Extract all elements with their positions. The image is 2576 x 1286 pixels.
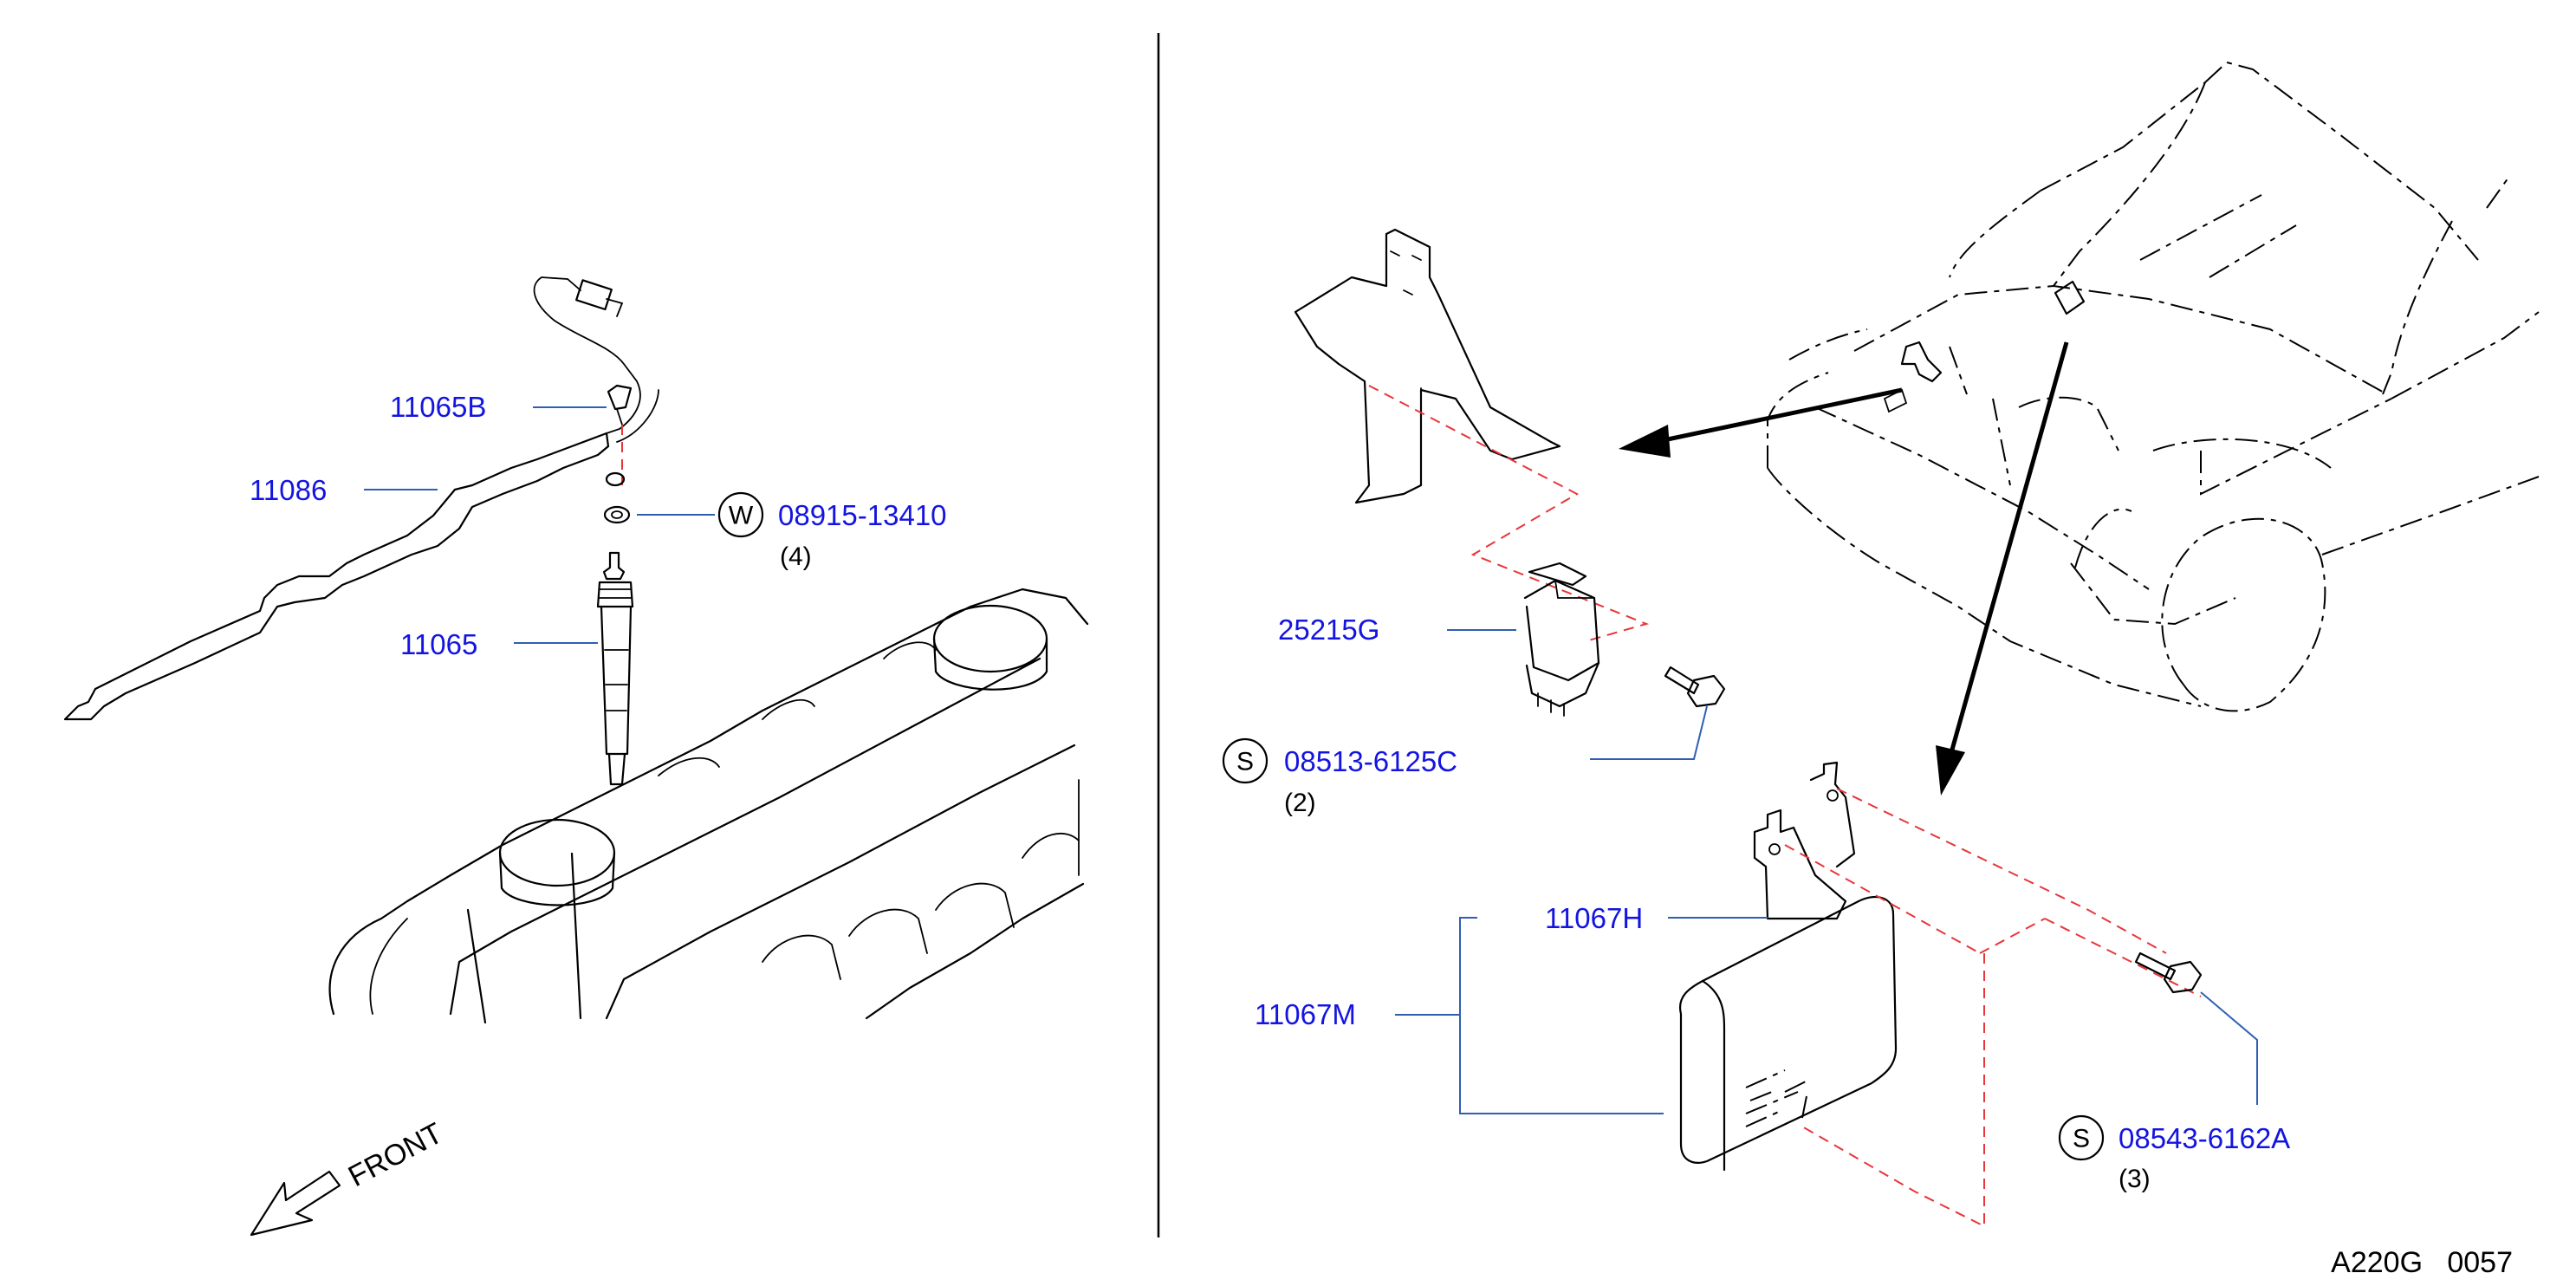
relay-bolt-symbol: S: [1236, 748, 1254, 776]
front-arrow-icon: [250, 1170, 341, 1237]
controller-bolt-symbol: S: [2073, 1125, 2090, 1153]
glow-plug-drawing: [596, 551, 634, 786]
relay-drawing: [1523, 562, 1600, 717]
label-glow-plug-connector[interactable]: 11065B: [390, 391, 486, 423]
controller-drawing: [1678, 895, 1898, 1172]
label-relay-bolt[interactable]: 08513-6125C: [1284, 745, 1457, 777]
label-glow-plug-harness[interactable]: 11086: [250, 474, 327, 506]
qty-relay-bolt: (2): [1284, 789, 1316, 817]
engine-head-drawing: [328, 588, 1089, 1024]
washer-symbol: W: [729, 502, 754, 530]
glow-plug-connector-drawing: [607, 384, 633, 425]
vehicle-drawing: [1767, 61, 2540, 712]
washer-drawing: [603, 505, 631, 524]
relay-bracket-drawing: [1294, 228, 1561, 504]
right-panel: 25215G S 08513-6125C (2) 11067H 11067M S…: [1222, 61, 2540, 1228]
label-glow-plug[interactable]: 11065: [400, 628, 477, 660]
label-controller-bolt[interactable]: 08543-6162A: [2119, 1122, 2290, 1154]
connector-nut-drawing: [605, 471, 626, 487]
leader-11067H: [1459, 917, 1664, 1114]
leader-relay-bolt: [1590, 705, 1708, 760]
label-relay[interactable]: 25215G: [1278, 614, 1379, 646]
diagram-code: A220G 0057: [2331, 1246, 2513, 1279]
qty-controller-bolt: (3): [2119, 1165, 2151, 1193]
controller-guide-line: [1784, 788, 2202, 1228]
relay-bolt-symbol-circle: [1222, 737, 1269, 784]
label-washer[interactable]: 08915-13410: [778, 499, 947, 531]
relay-guide-line: [1368, 385, 1650, 642]
leader-controller-bolt: [2200, 991, 2258, 1105]
controller-bolt-symbol-circle: [2058, 1114, 2105, 1161]
location-arrows: [1619, 341, 2069, 796]
left-panel: 11065B 11086 W 08915-13410 (4) 11065 FRO…: [63, 276, 1089, 1237]
washer-symbol-circle: [717, 491, 764, 538]
label-controller-bracket[interactable]: 11067H: [1545, 902, 1643, 934]
label-controller[interactable]: 11067M: [1255, 998, 1356, 1030]
front-label: FRONT: [343, 1117, 448, 1194]
relay-bolt-drawing: [1664, 666, 1726, 708]
glow-plug-harness-drawing: [63, 276, 659, 721]
controller-bracket-drawing: [1753, 761, 1856, 920]
controller-bolt-drawing: [2134, 952, 2203, 994]
qty-washer: (4): [780, 542, 812, 571]
